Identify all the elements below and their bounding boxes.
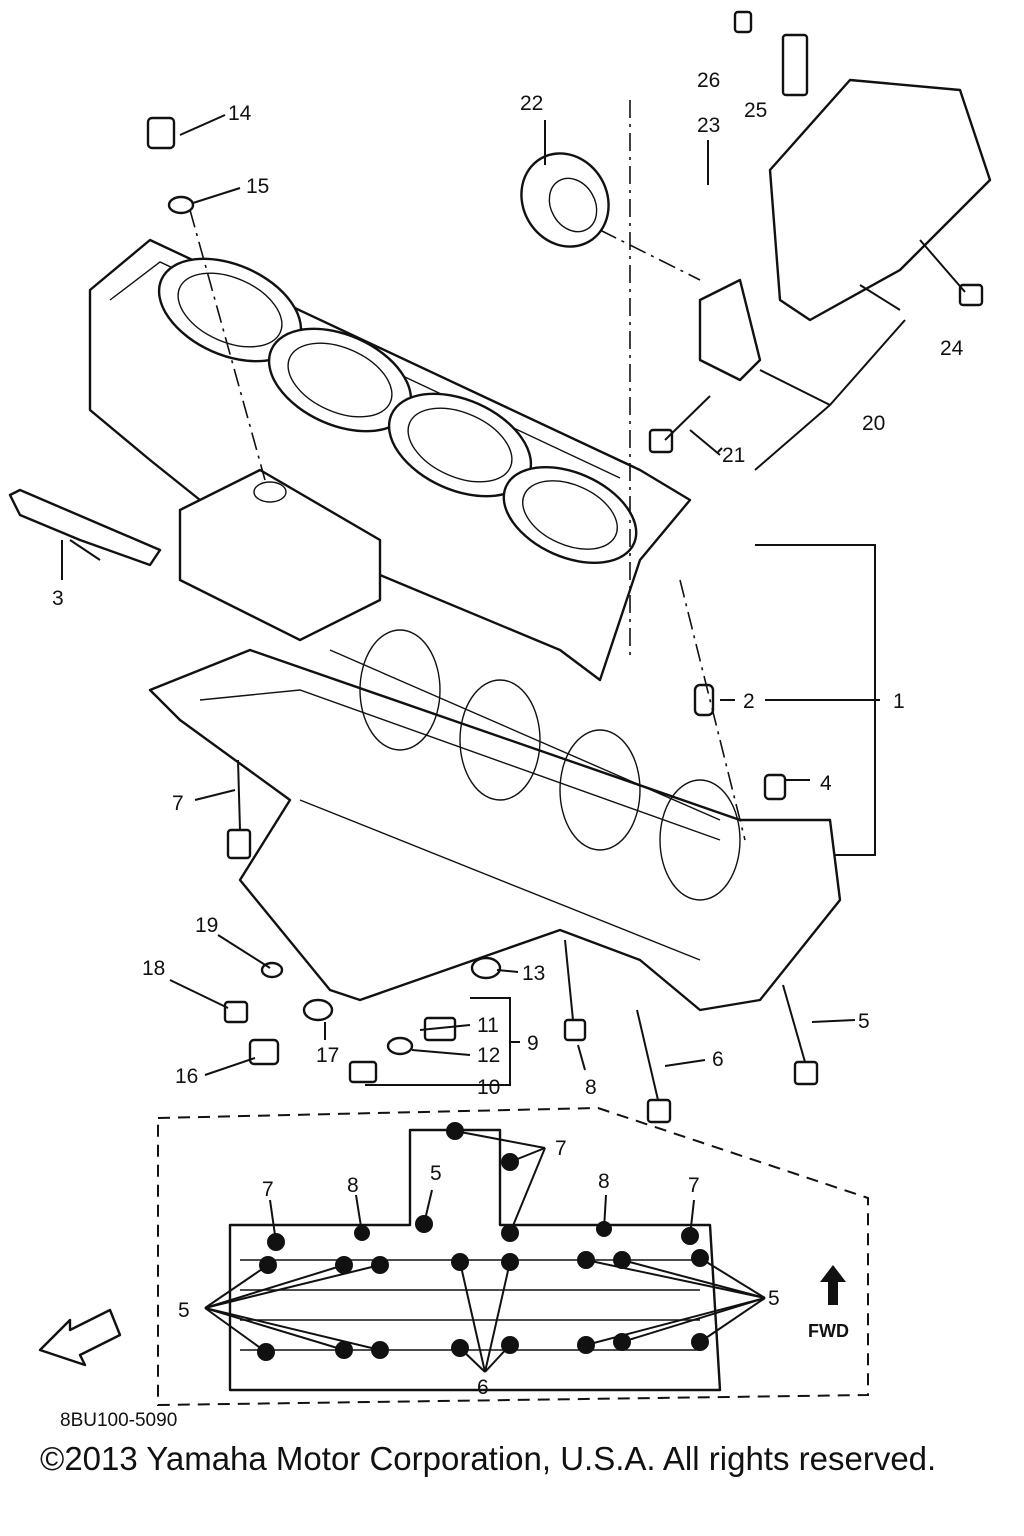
fwd-arrow-up-icon — [820, 1265, 846, 1305]
callout-16: 16 — [175, 1065, 198, 1088]
callout-11: 11 — [477, 1014, 499, 1037]
callout-18: 18 — [142, 957, 165, 980]
callout-5: 5 — [858, 1010, 870, 1033]
callout-15: 15 — [246, 175, 269, 198]
callout-23: 23 — [697, 114, 720, 137]
detail-callout-5-left: 5 — [178, 1299, 190, 1322]
detail-callout-7-right: 7 — [688, 1174, 700, 1197]
callout-21: 21 — [722, 444, 745, 467]
callout-7: 7 — [172, 792, 184, 815]
callout-13: 13 — [522, 962, 545, 985]
gasket-strip — [8, 488, 162, 567]
callout-24: 24 — [940, 337, 964, 360]
crankcase-cover — [768, 78, 992, 322]
crankcase-lower — [148, 629, 842, 1012]
fwd-label: FWD — [808, 1321, 849, 1341]
detail-callout-8-left: 8 — [347, 1174, 359, 1197]
detail-callout-5-top: 5 — [430, 1162, 442, 1185]
detail-leader-lines — [204, 1130, 766, 1373]
callout-1: 1 — [893, 690, 905, 713]
callout-19: 19 — [195, 914, 218, 937]
callout-26: 26 — [697, 69, 720, 92]
callout-12: 12 — [477, 1044, 500, 1067]
detail-crankcase-bottom — [228, 1128, 722, 1392]
detail-callout-5-right: 5 — [768, 1287, 780, 1310]
callout-25: 25 — [744, 99, 767, 122]
seal-housing — [698, 278, 762, 382]
callout-17: 17 — [316, 1044, 339, 1067]
leader-lines — [61, 114, 906, 1086]
callout-14: 14 — [228, 102, 252, 125]
detail-inset-border — [157, 1106, 869, 1407]
detail-callout-7-top: 7 — [555, 1137, 567, 1160]
detail-callout-7-left: 7 — [262, 1178, 274, 1201]
detail-callout-6: 6 — [477, 1376, 489, 1399]
callout-labels: 1 2 3 4 5 6 7 8 9 10 11 12 13 14 15 16 1… — [52, 69, 964, 1099]
detail-callout-8-right: 8 — [598, 1170, 610, 1193]
callout-20: 20 — [862, 412, 885, 435]
callout-3: 3 — [52, 587, 64, 610]
callout-2: 2 — [743, 690, 755, 713]
bearing — [520, 152, 610, 248]
callout-22: 22 — [520, 92, 543, 115]
drawing-code: 8BU100-5090 — [60, 1410, 178, 1431]
callout-8: 8 — [585, 1076, 597, 1099]
callout-9: 9 — [527, 1032, 539, 1055]
fasteners — [146, 10, 984, 1124]
callout-4: 4 — [820, 772, 832, 795]
callout-6: 6 — [712, 1048, 724, 1071]
callout-10: 10 — [477, 1076, 500, 1099]
fwd-arrow-left-icon — [38, 1308, 122, 1367]
crankcase-upper — [88, 238, 692, 682]
detail-callout-labels: 7 8 5 7 8 7 5 5 6 — [178, 1137, 780, 1399]
copyright-notice: ©2013 Yamaha Motor Corporation, U.S.A. A… — [40, 1440, 937, 1477]
